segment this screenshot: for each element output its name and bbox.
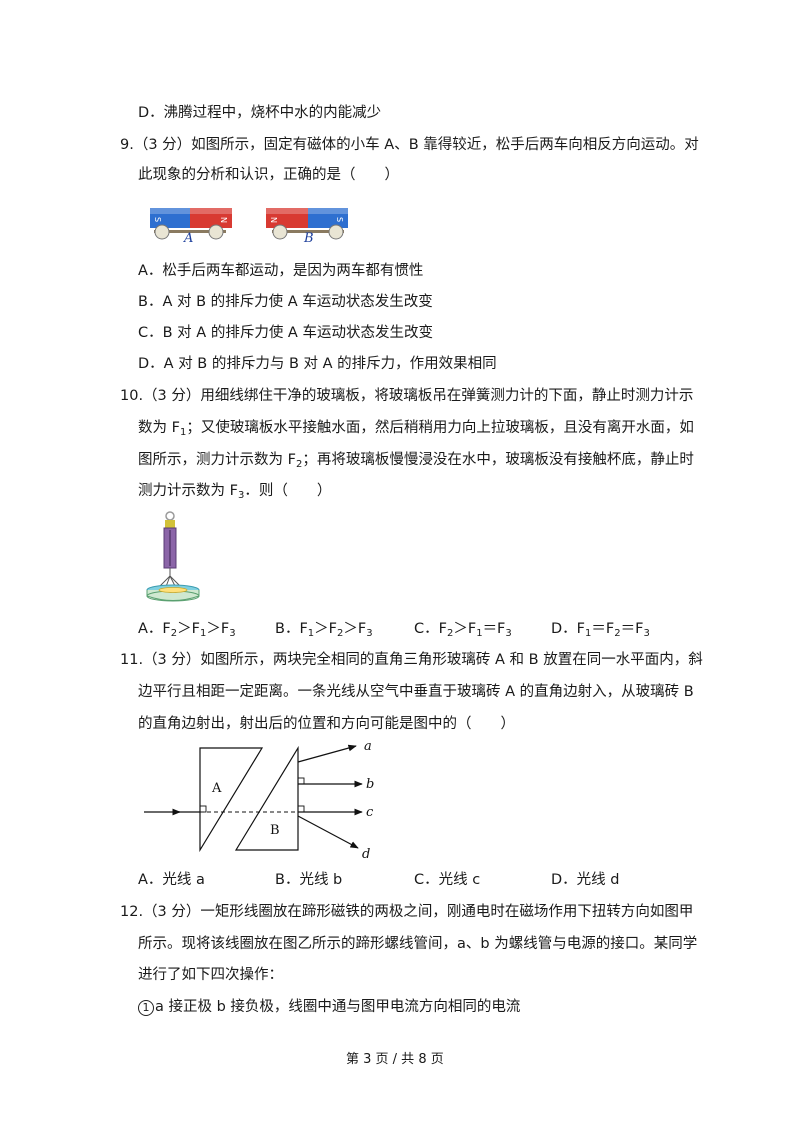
q12-stem-line-2: 所示。现将该线圈放在图乙所示的蹄形螺线管间，a、b 为螺线管与电源的接口。某同学 — [138, 936, 698, 952]
car-a: S N A — [150, 208, 232, 245]
q11-stem-line-3: 的直角边射出，射出后的位置和方向可能是图中的（ ） — [138, 716, 515, 732]
q10-stem-line-3: 图所示，测力计示数为 F2；再将玻璃板慢慢浸没在水中，玻璃板没有接触杯底，静止时 — [138, 452, 694, 470]
q9-option-b: B．A 对 B 的排斥力使 A 车运动状态发生改变 — [138, 294, 433, 310]
q11-prism-figure: A B a b c d — [144, 740, 374, 862]
label-ray-d: d — [362, 847, 370, 862]
car-a-pole-n: N — [219, 217, 228, 223]
q10-stem-line-1: 10.（3 分）用细线绑住干净的玻璃板，将玻璃板吊在弹簧测力计的下面，静止时测力… — [120, 388, 694, 404]
label-ray-a: a — [364, 740, 372, 754]
q9-option-c: C．B 对 A 的排斥力使 A 车运动状态发生改变 — [138, 325, 433, 341]
q11-stem-line-1: 11.（3 分）如图所示，两块完全相同的直角三角形玻璃砖 A 和 B 放置在同一… — [120, 652, 703, 668]
label-prism-a: A — [211, 781, 222, 796]
q8-option-d: D．沸腾过程中，烧杯中水的内能减少 — [138, 105, 382, 121]
q11-option-d: D．光线 d — [551, 872, 620, 888]
q11-option-b: B．光线 b — [275, 872, 343, 888]
q10-option-a: A．F2＞F1＞F3 — [138, 621, 236, 639]
label-ray-c: c — [366, 805, 374, 820]
page-footer: 第 3 页 / 共 8 页 — [346, 1052, 444, 1067]
car-b-label: B — [303, 231, 314, 245]
car-a-pole-s: S — [153, 217, 162, 222]
q10-spring-scale-figure — [146, 511, 200, 602]
prism-b — [234, 745, 299, 851]
q12-stem-line-3: 进行了如下四次操作： — [138, 967, 283, 983]
ray-a — [297, 744, 357, 763]
prism-a — [199, 747, 264, 853]
q9-magnet-cars-figure: S N A N S B — [150, 208, 348, 245]
car-a-label: A — [183, 231, 193, 245]
q10-stem-line-2: 数为 F1；又使玻璃板水平接触水面，然后稍稍用力向上拉玻璃板，且没有离开水面，如 — [138, 420, 694, 438]
q10-stem-line-4: 测力计示数为 F3．则（ ） — [138, 483, 332, 501]
q9-stem-line-2: 此现象的分析和认识，正确的是（ ） — [138, 167, 399, 183]
q11-option-a: A．光线 a — [138, 872, 205, 888]
q10-option-d: D．F1＝F2＝F3 — [551, 621, 650, 639]
q9-stem-line-1: 9.（3 分）如图所示，固定有磁体的小车 A、B 靠得较近，松手后两车向相反方向… — [120, 137, 699, 153]
q9-option-d: D．A 对 B 的排斥力与 B 对 A 的排斥力，作用效果相同 — [138, 356, 497, 372]
q12-stem-line-1: 12.（3 分）一矩形线圈放在蹄形磁铁的两极之间，刚通电时在磁场作用下扭转方向如… — [120, 904, 694, 920]
label-prism-b: B — [270, 823, 280, 838]
q11-option-c: C．光线 c — [414, 872, 481, 888]
ray-d — [297, 815, 359, 849]
car-b-pole-n: N — [269, 217, 278, 223]
item-number-circle: 1 — [138, 1000, 154, 1016]
q10-option-c: C．F2＞F1＝F3 — [414, 621, 512, 639]
car-b-pole-s: S — [335, 217, 344, 222]
q11-stem-line-2: 边平行且相距一定距离。一条光线从空气中垂直于玻璃砖 A 的直角边射入，从玻璃砖 … — [138, 684, 694, 700]
q9-option-a: A．松手后两车都运动，是因为两车都有惯性 — [138, 263, 424, 279]
car-b: N S B — [266, 208, 348, 245]
label-ray-b: b — [366, 777, 374, 792]
q10-option-b: B．F1＞F2＞F3 — [275, 621, 373, 639]
